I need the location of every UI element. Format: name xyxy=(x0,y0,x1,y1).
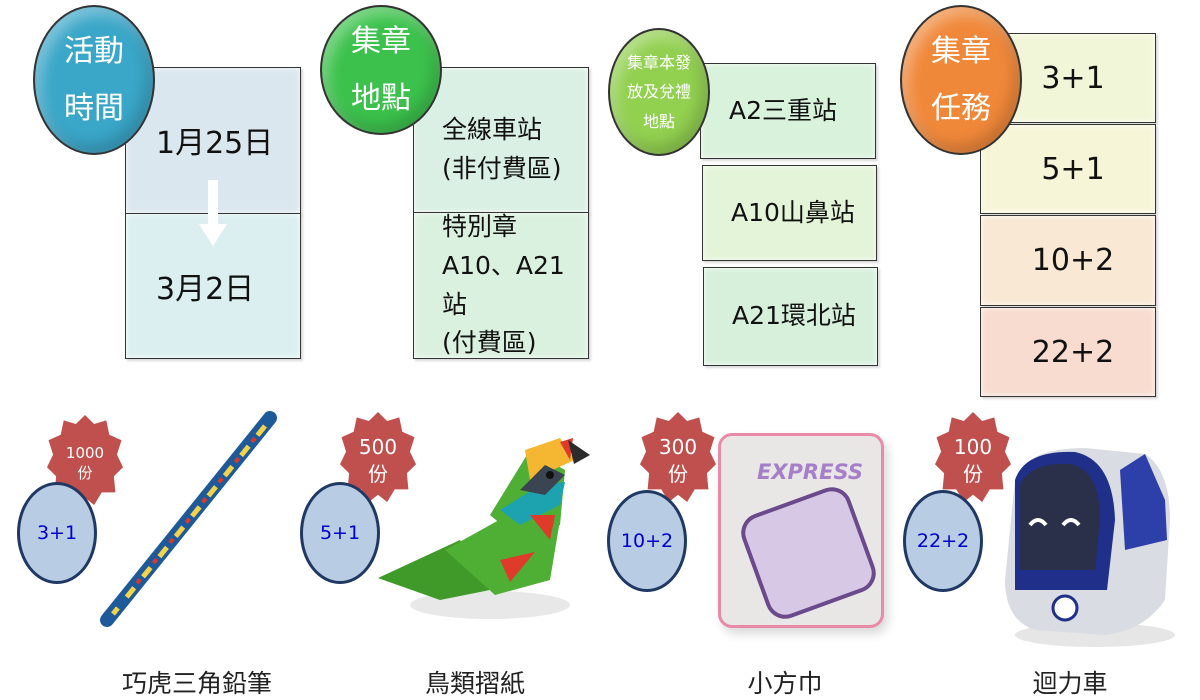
towel-print: EXPRESS xyxy=(757,460,863,484)
location-box-special: 特別章 A10、A21站 (付費區) xyxy=(413,212,589,359)
stamp-location-badge: 集章 地點 xyxy=(320,5,442,135)
unit: 份 xyxy=(77,464,93,483)
end-date: 3月2日 xyxy=(156,272,255,307)
activity-time-badge: 活動 時間 xyxy=(33,5,155,155)
location-line: 全線車站 xyxy=(442,115,543,145)
task-oval: 5+1 xyxy=(300,482,380,584)
unit: 份 xyxy=(668,462,688,486)
station-name: A10山鼻站 xyxy=(731,197,855,227)
badge-line: 放及兌禮 xyxy=(626,82,691,102)
task-oval: 10+2 xyxy=(607,490,687,592)
quantity-badge: 100 份 xyxy=(935,412,1011,502)
station-name: A2三重站 xyxy=(729,95,838,125)
toy-train-image xyxy=(1005,448,1175,647)
pencil-image xyxy=(100,411,277,627)
task-value: 5+1 xyxy=(1041,151,1105,187)
badge-line: 集章本發 xyxy=(626,52,691,72)
location-line: (付費區) xyxy=(442,328,537,358)
task-label: 10+2 xyxy=(620,530,674,552)
quantity: 300 xyxy=(658,435,698,459)
location-line: 特別章 xyxy=(442,212,518,241)
towel-image: EXPRESS xyxy=(718,433,884,628)
badge-line: 集章 xyxy=(351,24,411,59)
station-box: A21環北站 xyxy=(703,267,878,366)
redeem-location-badge: 集章本發 放及兌禮 地點 xyxy=(608,28,710,156)
task-value: 3+1 xyxy=(1041,60,1105,96)
station-box: A2三重站 xyxy=(700,63,876,159)
unit: 份 xyxy=(368,462,388,486)
badge-line: 地點 xyxy=(642,111,675,131)
task-box: 5+1 xyxy=(980,124,1156,214)
prize-name: 迴力車 xyxy=(1032,669,1108,698)
prize-name: 小方巾 xyxy=(747,669,823,698)
quantity-badge: 300 份 xyxy=(640,412,716,502)
badge-line: 活動 xyxy=(64,34,124,69)
task-oval: 3+1 xyxy=(17,482,97,584)
train-print xyxy=(735,481,881,625)
station-name: A21環北站 xyxy=(732,301,856,331)
badge-line: 地點 xyxy=(351,81,411,116)
badge-line: 集章 xyxy=(931,34,991,69)
task-label: 22+2 xyxy=(916,530,970,552)
badge-line: 時間 xyxy=(64,91,124,126)
start-date: 1月25日 xyxy=(156,126,274,161)
quantity: 100 xyxy=(953,435,993,459)
down-arrow-icon xyxy=(199,180,227,246)
location-line: A10、A21站 xyxy=(442,250,565,319)
unit: 份 xyxy=(963,462,983,486)
task-value: 22+2 xyxy=(1031,334,1115,370)
prize-name: 巧虎三角鉛筆 xyxy=(121,669,273,698)
location-line: (非付費區) xyxy=(442,154,562,183)
task-box: 10+2 xyxy=(980,215,1156,306)
prize-name: 鳥類摺紙 xyxy=(424,669,526,698)
badge-line: 任務 xyxy=(931,91,991,126)
stamp-task-badge: 集章 任務 xyxy=(900,5,1022,155)
task-label: 5+1 xyxy=(319,522,361,544)
bird-origami-image xyxy=(378,438,590,619)
quantity: 1000 xyxy=(65,444,105,462)
task-value: 10+2 xyxy=(1031,243,1115,278)
task-label: 3+1 xyxy=(36,522,78,544)
location-box-all-stations: 全線車站 (非付費區) xyxy=(413,67,589,213)
task-box: 22+2 xyxy=(980,307,1156,397)
station-box: A10山鼻站 xyxy=(702,165,877,261)
quantity: 500 xyxy=(358,435,398,459)
task-oval: 22+2 xyxy=(903,490,983,592)
